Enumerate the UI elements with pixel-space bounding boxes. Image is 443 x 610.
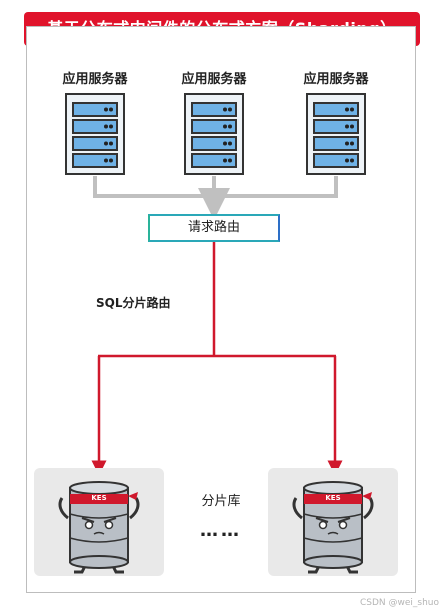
server-label-1: 应用服务器	[62, 72, 128, 87]
request-router: 请求路由	[148, 214, 280, 242]
database-mascot-icon	[58, 481, 140, 574]
ellipsis: ……	[200, 520, 242, 541]
shard-badge-left: KES	[91, 494, 107, 502]
database-mascot-icon	[292, 481, 374, 574]
shard-panel-left	[34, 468, 164, 576]
shard-connector	[91, 242, 343, 476]
server-icon	[184, 93, 244, 175]
shard-label: 分片库	[201, 494, 241, 509]
server-connector	[93, 176, 338, 220]
server-label-3: 应用服务器	[303, 72, 369, 87]
shard-badge-right: KES	[325, 494, 341, 502]
shard-panel-right	[268, 468, 398, 576]
server-icon	[65, 93, 125, 175]
server-icon	[306, 93, 366, 175]
watermark: CSDN @wei_shuo	[359, 598, 439, 608]
server-label-2: 应用服务器	[181, 72, 247, 87]
routing-edge-label: SQL分片路由	[96, 296, 171, 310]
